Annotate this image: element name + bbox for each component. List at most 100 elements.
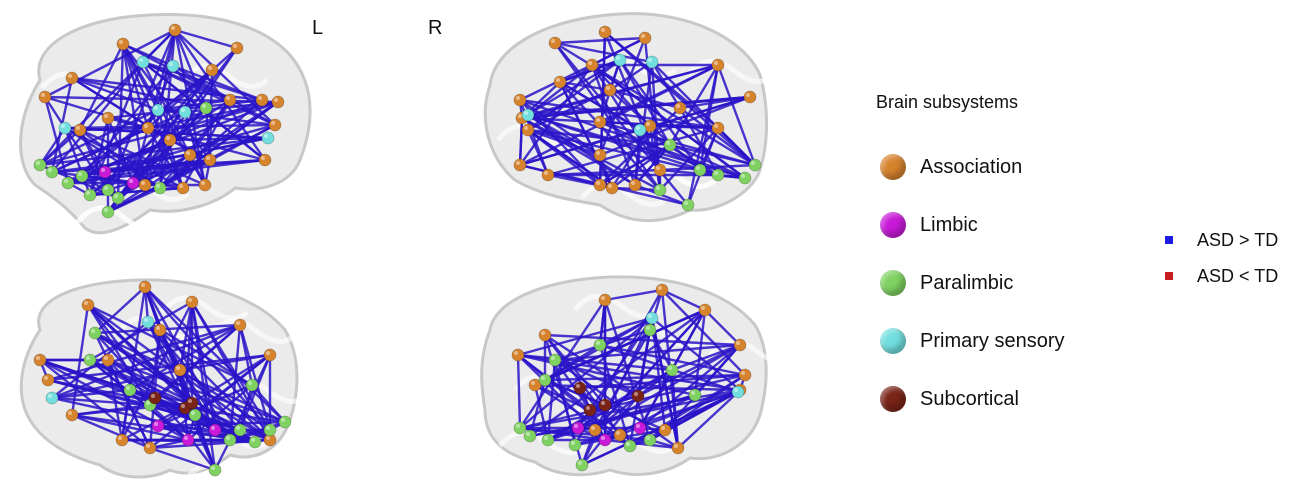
network-node-limbic [633, 421, 647, 435]
network-node-association [230, 41, 244, 55]
network-node-association [153, 323, 167, 337]
limbic-node-icon [880, 212, 906, 238]
network-node-association [255, 93, 269, 107]
network-edge [172, 65, 207, 109]
network-node-paralimbic [711, 168, 725, 182]
network-node-association [116, 37, 130, 51]
network-edge [174, 29, 266, 161]
network-node-paralimbic [663, 138, 677, 152]
node-highlight [226, 96, 230, 100]
network-node-paralimbic [643, 323, 657, 337]
network-node-association [671, 441, 685, 455]
network-node-limbic [208, 423, 222, 437]
network-node-association [268, 118, 282, 132]
network-node-paralimbic [45, 165, 59, 179]
network-edge [71, 413, 256, 444]
network-node-association [605, 181, 619, 195]
node-highlight [236, 321, 240, 325]
network-edge [694, 344, 741, 396]
node-highlight [181, 108, 185, 112]
node-highlight [616, 56, 620, 60]
network-edge [670, 369, 680, 449]
network-edge [518, 117, 524, 166]
network-edge [149, 324, 241, 406]
network-node-association [138, 280, 152, 294]
legend-label: Paralimbic [920, 271, 1014, 294]
node-highlight [626, 442, 630, 446]
node-highlight [606, 86, 610, 90]
node-highlight [714, 171, 718, 175]
network-edge [534, 383, 591, 412]
node-highlight [616, 431, 620, 435]
network-edge [107, 186, 161, 214]
node-highlight [129, 179, 133, 183]
node-highlight [714, 124, 718, 128]
node-highlight [524, 126, 528, 130]
legend-label: Limbic [920, 213, 978, 236]
network-node-association [73, 123, 87, 137]
node-highlight [661, 426, 665, 430]
node-highlight [551, 356, 555, 360]
network-node-paralimbic [263, 423, 277, 437]
node-highlight [551, 39, 555, 43]
node-highlight [658, 286, 662, 290]
network-edge [147, 321, 241, 431]
node-highlight [648, 58, 652, 62]
network-edge [527, 64, 593, 116]
network-node-paralimbic [245, 378, 259, 392]
network-node-association [528, 378, 542, 392]
node-highlight [524, 111, 528, 115]
node-highlight [86, 191, 90, 195]
node-highlight [166, 136, 170, 140]
node-highlight [691, 391, 695, 395]
network-node-association [733, 338, 747, 352]
network-edge [64, 126, 161, 190]
node-highlight [104, 186, 108, 190]
node-highlight [516, 424, 520, 428]
network-edge [146, 321, 217, 471]
node-highlight [211, 466, 215, 470]
network-edge [39, 358, 241, 432]
network-node-association [553, 75, 567, 89]
network-edge [693, 309, 707, 396]
node-highlight [171, 26, 175, 30]
asd-less-square-icon [1165, 272, 1173, 280]
node-highlight [541, 331, 545, 335]
network-edge [147, 100, 279, 130]
network-edge [650, 317, 667, 431]
network-edge [579, 373, 746, 390]
node-highlight [61, 124, 65, 128]
legend-item-limbic: Limbic [872, 196, 1064, 254]
network-node-subcortical [185, 396, 199, 410]
node-highlight [736, 341, 740, 345]
network-node-association [203, 153, 217, 167]
node-highlight [266, 436, 270, 440]
network-node-association [593, 148, 607, 162]
network-edge [147, 47, 238, 129]
network-edge [604, 288, 663, 302]
node-highlight [674, 444, 678, 448]
network-edge [651, 317, 741, 391]
legend-item-association: Association [872, 138, 1064, 196]
network-node-paralimbic [233, 423, 247, 437]
node-highlight [646, 326, 650, 330]
network-edge [64, 126, 184, 190]
node-highlight [202, 104, 206, 108]
network-edge [94, 323, 241, 335]
network-edge [39, 127, 66, 166]
network-node-paralimbic [61, 176, 75, 190]
brain-gyrus [76, 205, 165, 231]
node-highlight [514, 351, 518, 355]
network-edge [599, 343, 746, 377]
node-highlight [601, 401, 605, 405]
network-node-subcortical [631, 389, 645, 403]
node-highlight [701, 306, 705, 310]
node-highlight [101, 168, 105, 172]
node-highlight [596, 151, 600, 155]
network-node-primary-sensory [521, 108, 535, 122]
network-edge [191, 353, 271, 405]
network-edge [229, 428, 271, 442]
network-edge [43, 96, 70, 184]
network-node-paralimbic [75, 169, 89, 183]
network-node-association [638, 31, 652, 45]
